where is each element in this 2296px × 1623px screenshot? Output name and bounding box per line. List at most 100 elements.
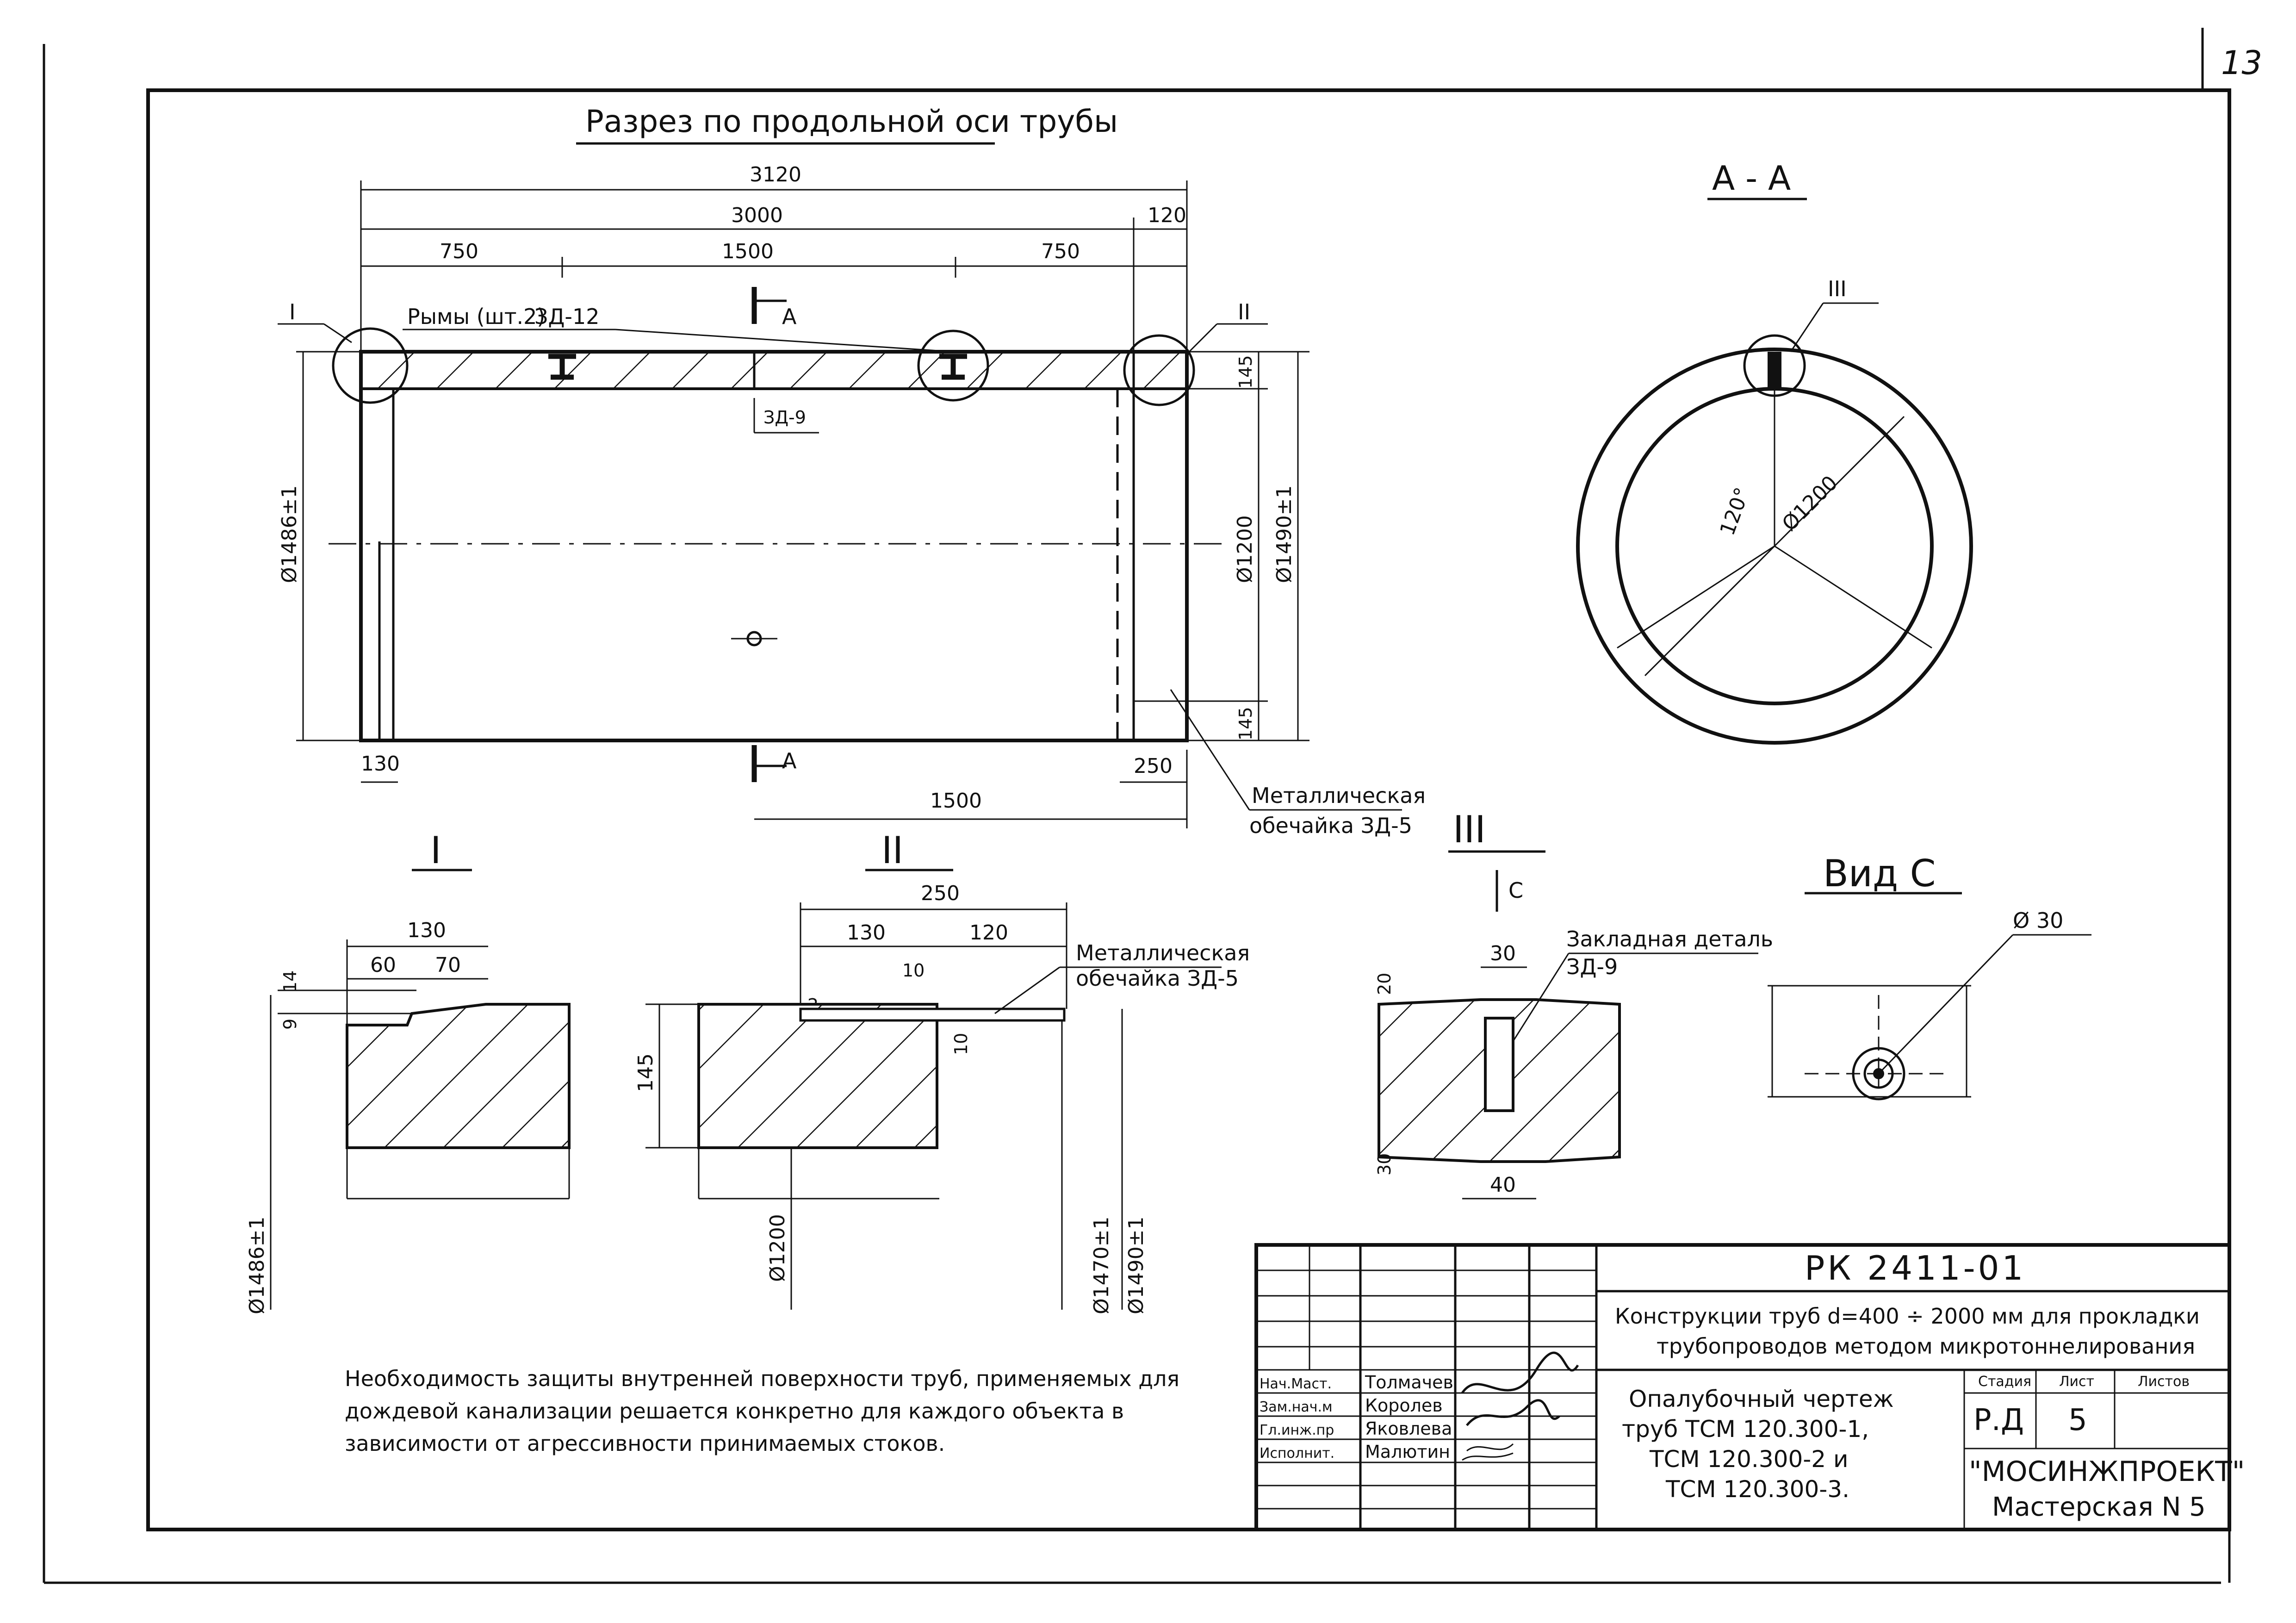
inner-diameter: Ø1200 (1233, 515, 1257, 583)
detail-3-view-mark: C (1508, 878, 1523, 903)
detail-2-view: II 250 130 120 10 2 10 145 Ø1200 Ø1470±1… (634, 829, 1250, 1314)
project-line-1: Конструкции труб d=400 ÷ 2000 мм для про… (1615, 1304, 2200, 1329)
detail-3-left-top: 20 (1374, 973, 1395, 995)
signer-role-1: Нач.Маст. (1260, 1376, 1332, 1392)
dim-left-segment: 750 (440, 240, 478, 263)
detail-1-view: I 130 60 70 14 9 Ø1486±1 (245, 829, 571, 1314)
node-circle-1 (332, 327, 409, 404)
detail-2-diameter-1: Ø1470±1 (1090, 1217, 1113, 1314)
signer-name-4: Малютин (1365, 1442, 1450, 1462)
lifting-loops-label: Рымы (шт.2) (407, 304, 545, 329)
outer-diameter-right: Ø1490±1 (1272, 485, 1296, 583)
drawing-line-2: труб ТСМ 120.300-1, (1622, 1416, 1869, 1443)
detail-2-inner-diameter: Ø1200 (766, 1214, 789, 1282)
dim-middle-segment: 1500 (722, 240, 774, 263)
detail-3-part-line1: Закладная деталь (1566, 927, 1773, 951)
signatures (1461, 1351, 1579, 1461)
general-note: Необходимость защиты внутренней поверхно… (345, 1366, 1179, 1456)
sheets-header: Листов (2138, 1374, 2190, 1390)
dim-right-segment: 750 (1041, 240, 1080, 263)
detail-2-section (697, 1003, 938, 1149)
section-mark-top: А (782, 304, 797, 329)
dim-body-length: 3000 (731, 204, 783, 227)
organization-line-1: "МОСИНЖПРОЕКТ" (1969, 1455, 2245, 1488)
detail-1-total: 130 (407, 919, 446, 942)
detail-3-left-bottom: 30 (1374, 1153, 1395, 1175)
detail-2-e: 10 (951, 1033, 971, 1055)
detail-2-total: 250 (921, 882, 960, 905)
detail-1-d: 9 (280, 1019, 300, 1030)
signer-role-4: Исполнит. (1260, 1445, 1334, 1461)
detail-2-title: II (881, 829, 903, 872)
signer-role-2: Зам.нач.м (1260, 1399, 1333, 1415)
embedded-part-label: ЗД-9 (763, 407, 806, 428)
detail-2-b: 120 (969, 921, 1008, 945)
section-aa-view: А - А 120° Ø1200 III (1576, 159, 1973, 745)
stage-header: Стадия (1978, 1374, 2031, 1390)
note-line-2: дождевой канализации решается конкретно … (345, 1399, 1124, 1424)
wall-top-dim: 145 (1235, 355, 1256, 389)
view-c-diameter: Ø 30 (2013, 908, 2063, 933)
detail-3-title: III (1453, 808, 1486, 851)
signer-role-3: Гл.инж.пр (1260, 1422, 1334, 1438)
signer-name-3: Яковлева (1365, 1418, 1452, 1439)
detail-1-b: 70 (435, 953, 461, 977)
detail-2-shell-line2: обечайка ЗД-5 (1076, 966, 1239, 991)
pipe-wall-top (360, 350, 1188, 390)
organization-line-2: Мастерская N 5 (1992, 1492, 2206, 1522)
detail-1-section (346, 1003, 571, 1149)
detail-3-top: 30 (1490, 942, 1516, 965)
shell-label-line2: обечайка ЗД-5 (1249, 813, 1412, 838)
detail-2-a: 130 (847, 921, 886, 945)
sheet-header: Лист (2059, 1374, 2094, 1390)
node-label-2: II (1238, 299, 1250, 324)
page-number: 13 (2221, 44, 2262, 82)
stage-value: Р.Д (1973, 1403, 2024, 1437)
drawing-line-3: ТСМ 120.300-2 и (1649, 1446, 1849, 1473)
detail-1-title: I (430, 829, 441, 872)
view-c-hole (1852, 1047, 1905, 1101)
section-aa-node: III (1828, 276, 1847, 301)
view-c-title: Вид С (1823, 852, 1936, 895)
left-end-dim: 130 (361, 752, 400, 776)
note-line-1: Необходимость защиты внутренней поверхно… (345, 1366, 1179, 1391)
section-mark-bottom: А (782, 748, 797, 773)
signer-name-2: Королев (1365, 1395, 1443, 1416)
dim-end-extension: 120 (1148, 204, 1186, 227)
sheet-value: 5 (2068, 1403, 2087, 1437)
lifting-loop-part: ЗД-12 (534, 304, 600, 329)
dim-total-length: 3120 (750, 163, 801, 187)
drawing-line-4: ТСМ 120.300-3. (1665, 1476, 1849, 1503)
half-length-dim: 1500 (930, 789, 982, 813)
project-line-2: трубопроводов методом микротоннелировани… (1657, 1334, 2195, 1359)
detail-2-height: 145 (634, 1053, 658, 1092)
detail-1-diameter: Ø1486±1 (245, 1217, 269, 1314)
view-c: Вид С Ø 30 (1768, 852, 2091, 1101)
main-section-title: Разрез по продольной оси трубы (585, 104, 1118, 139)
shell-label-line1: Металлическая (1252, 783, 1426, 808)
node-circle-2 (1123, 334, 1195, 406)
outer-diameter-left: Ø1486±1 (278, 485, 301, 583)
right-end-dim: 250 (1134, 754, 1173, 778)
main-section-view: Разрез по продольной оси трубы 3120 3000… (278, 104, 1426, 838)
detail-1-a: 60 (370, 953, 396, 977)
detail-3-part-line2: ЗД-9 (1566, 954, 1618, 979)
title-block: РК 2411-01 Конструкции труб d=400 ÷ 2000… (1254, 1243, 2245, 1531)
pipe-outer-circle (1576, 348, 1973, 745)
lifting-loop-right (917, 330, 989, 402)
detail-2-diameter-2: Ø1490±1 (1124, 1217, 1148, 1314)
section-aa-title: А - А (1712, 159, 1791, 198)
lifting-loop-left (548, 354, 576, 380)
section-aa-angle: 120° (1715, 485, 1754, 539)
detail-2-c: 10 (902, 960, 925, 981)
title-block-grid-rows (1256, 1269, 1596, 1510)
wall-bottom-dim: 145 (1235, 707, 1256, 740)
detail-3-bottom: 40 (1490, 1173, 1516, 1197)
section-aa-diameter: Ø1200 (1778, 471, 1843, 536)
detail-2-shell-line1: Металлическая (1076, 940, 1250, 965)
document-code: РК 2411-01 (1805, 1249, 2026, 1287)
node-label-1: I (289, 299, 296, 324)
note-line-3: зависимости от агрессивности принимаемых… (345, 1431, 945, 1456)
detail-1-c: 14 (280, 970, 300, 993)
